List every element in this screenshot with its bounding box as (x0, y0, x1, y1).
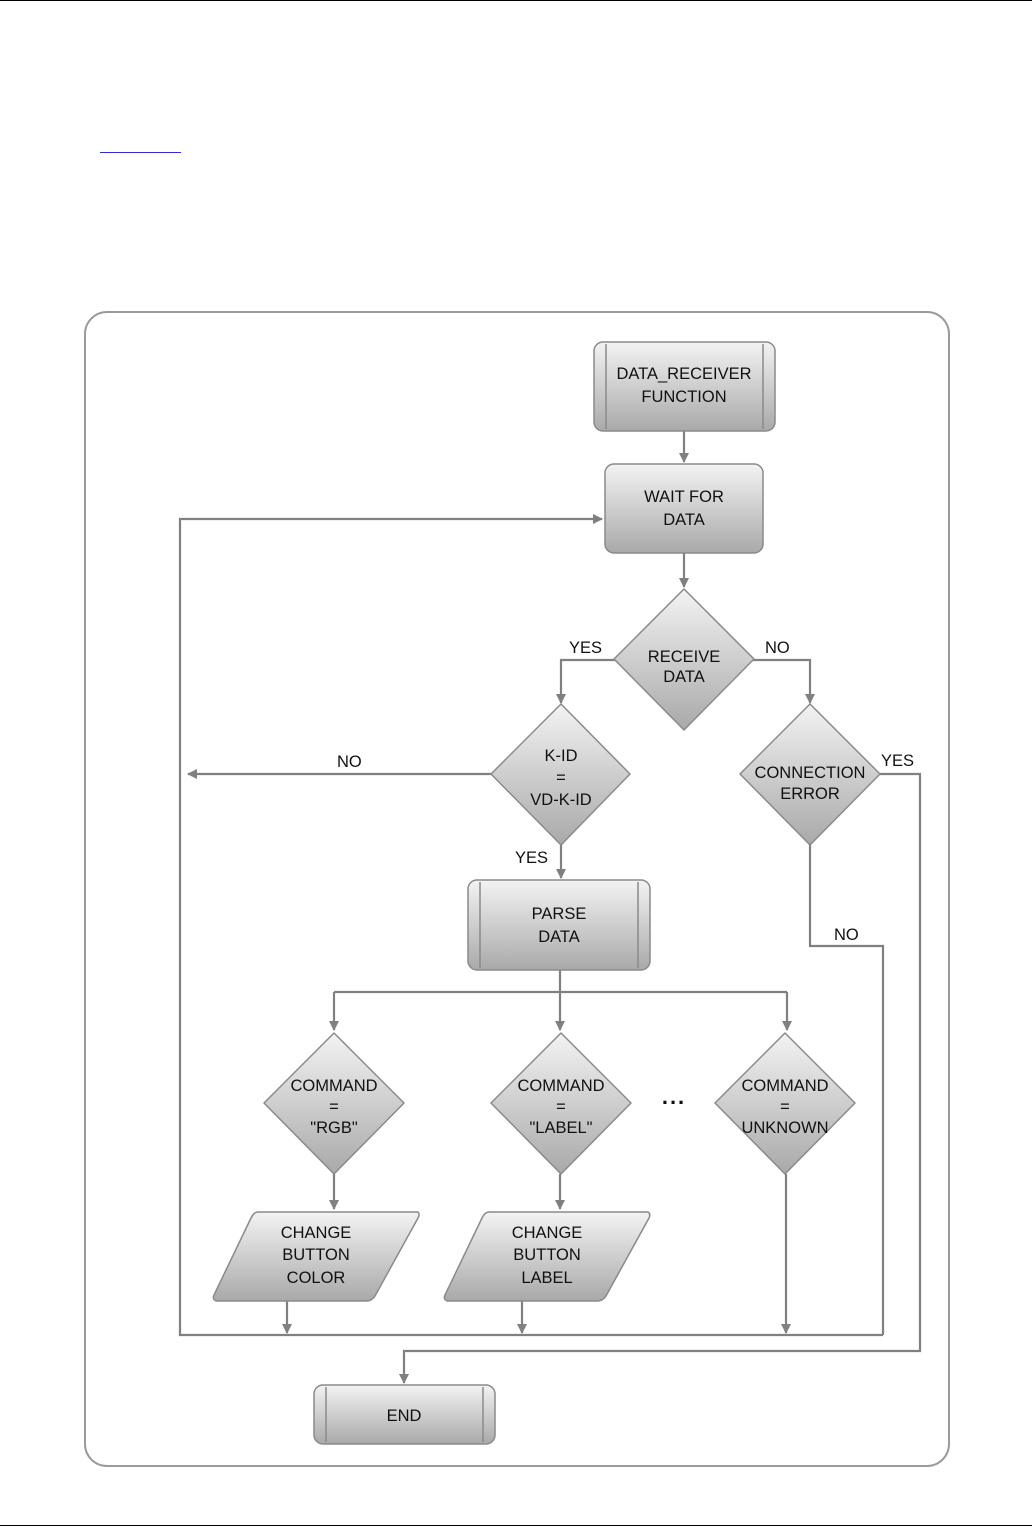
label-conn-yes: YES (881, 752, 914, 770)
node-cmd-rgb-line-2: = (329, 1098, 339, 1116)
page-top-rule (0, 0, 1032, 1)
node-connection-error: CONNECTION ERROR (739, 703, 881, 846)
node-wait: WAIT FOR DATA (604, 463, 764, 554)
label-receive-yes: YES (569, 639, 602, 657)
label-kid-yes: YES (515, 849, 548, 867)
node-conn-line-2: ERROR (780, 785, 840, 803)
document-link[interactable] (100, 134, 181, 153)
edge-conn-yes (399, 772, 922, 1384)
node-cmd-label-line-3: "LABEL" (529, 1119, 592, 1137)
node-receive-line-1: RECEIVE (648, 648, 720, 666)
node-start: DATA_RECEIVER FUNCTION (593, 341, 776, 432)
node-change-color: CHANGE BUTTON COLOR (212, 1211, 420, 1302)
node-change-color-line-3: COLOR (287, 1269, 346, 1287)
node-change-label-line-1: CHANGE (512, 1224, 583, 1242)
node-cmd-unknown-line-1: COMMAND (741, 1077, 828, 1095)
node-wait-line-1: WAIT FOR (644, 488, 724, 506)
node-start-line-2: FUNCTION (641, 388, 726, 406)
node-cmd-unknown: COMMAND = UNKNOWN (714, 1032, 856, 1175)
node-cmd-rgb-line-1: COMMAND (290, 1077, 377, 1095)
node-change-label: CHANGE BUTTON LABEL (443, 1211, 651, 1302)
edge-receive-yes (556, 658, 616, 704)
node-change-color-line-2: BUTTON (282, 1246, 350, 1264)
node-parse-line-1: PARSE (532, 905, 587, 923)
page-bottom-rule (0, 1525, 1032, 1526)
node-change-color-line-1: CHANGE (281, 1224, 352, 1242)
node-kid: K-ID = VD-K-ID (490, 703, 631, 846)
label-conn-no: NO (834, 926, 859, 944)
node-cmd-unknown-line-2: = (780, 1098, 790, 1116)
node-cmd-rgb-line-3: "RGB" (310, 1119, 358, 1137)
node-kid-line-1: K-ID (545, 747, 578, 765)
node-cmd-label-line-1: COMMAND (517, 1077, 604, 1095)
label-kid-no: NO (337, 753, 362, 771)
node-wait-line-2: DATA (663, 511, 705, 529)
label-receive-no: NO (765, 639, 790, 657)
node-receive: RECEIVE DATA (613, 588, 755, 731)
node-end-label: END (387, 1407, 422, 1425)
node-end: END (313, 1384, 496, 1445)
node-change-label-line-2: BUTTON (513, 1246, 581, 1264)
node-start-line-1: DATA_RECEIVER (616, 365, 751, 383)
node-cmd-label-line-2: = (556, 1098, 566, 1116)
branch-ellipsis: ... (662, 1084, 686, 1109)
edge-receive-no (752, 658, 815, 704)
node-cmd-unknown-line-3: UNKNOWN (741, 1119, 828, 1137)
node-parse: PARSE DATA (467, 879, 651, 971)
node-receive-line-2: DATA (663, 668, 705, 686)
node-kid-line-2: = (556, 769, 566, 787)
node-parse-line-2: DATA (538, 928, 580, 946)
node-change-label-line-3: LABEL (521, 1269, 572, 1287)
node-kid-line-3: VD-K-ID (530, 791, 592, 809)
node-cmd-label: COMMAND = "LABEL" (490, 1032, 632, 1175)
node-conn-line-1: CONNECTION (755, 764, 866, 782)
edge-loop-back (178, 514, 883, 1337)
node-cmd-rgb: COMMAND = "RGB" (263, 1032, 405, 1175)
edge-conn-no (808, 845, 885, 1335)
